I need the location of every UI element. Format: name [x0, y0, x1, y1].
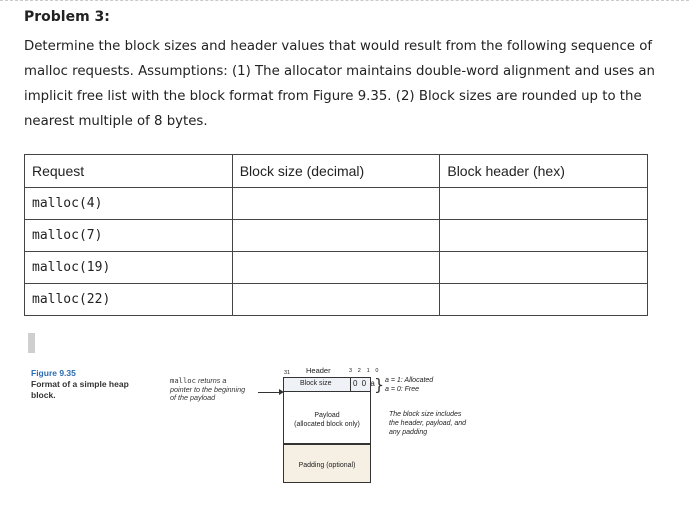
- payload-box: [283, 391, 371, 444]
- note-line1: The block size includes: [389, 411, 462, 418]
- brace-icon: }: [374, 375, 385, 394]
- header-separator: [350, 377, 351, 392]
- padding-label: Padding (optional): [298, 462, 356, 469]
- arrow-line: [258, 392, 282, 393]
- block-size-cell[interactable]: [231, 219, 441, 252]
- payload-label: Payload: [314, 412, 340, 419]
- malloc-note: malloc returns a pointer to the beginnin…: [170, 376, 246, 403]
- header-box: [283, 377, 371, 392]
- problem-title: Problem 3:: [24, 9, 110, 25]
- block-size-note: The block size includes the header, payl…: [389, 410, 466, 437]
- arrow-head-icon: [279, 389, 284, 395]
- block-size-cell[interactable]: [231, 251, 441, 284]
- malloc-note-rest: returns a: [195, 376, 227, 385]
- alloc-line2: a = 0: Free: [385, 386, 420, 393]
- request-cell: malloc(19): [24, 251, 233, 284]
- table-row: malloc(4): [24, 187, 648, 220]
- table-header-row: Request Block size (decimal) Block heade…: [24, 154, 648, 188]
- table-row: malloc(22): [24, 283, 648, 316]
- problem-text: Determine the block sizes and header val…: [24, 39, 655, 129]
- scroll-marker: [28, 333, 35, 353]
- block-size-cell[interactable]: [231, 187, 441, 220]
- note-line2: the header, payload, and: [389, 420, 467, 427]
- figure-caption: Figure 9.35 Format of a simple heap bloc…: [31, 368, 129, 401]
- padding-box: [283, 444, 371, 483]
- request-cell: malloc(4): [24, 187, 233, 220]
- col-header-block-size: Block size (decimal): [231, 154, 441, 188]
- block-header-cell[interactable]: [439, 283, 648, 316]
- block-header-cell[interactable]: [439, 251, 648, 284]
- payload-text: Payload (allocated block only): [283, 411, 371, 429]
- payload-sublabel: (allocated block only): [294, 421, 360, 428]
- low-bits: 0 0 a: [353, 379, 376, 388]
- figure-number: Figure 9.35: [31, 368, 76, 378]
- block-size-label: Block size: [300, 380, 332, 387]
- request-cell: malloc(22): [24, 283, 233, 316]
- block-size-cell[interactable]: [231, 283, 441, 316]
- table-row: malloc(7): [24, 219, 648, 252]
- header-label: Header: [306, 366, 331, 375]
- alloc-legend: a = 1: Allocated a = 0: Free: [385, 376, 433, 394]
- malloc-note-line2: pointer to the beginning: [170, 384, 246, 394]
- request-cell: malloc(7): [24, 219, 233, 252]
- block-header-cell[interactable]: [439, 219, 648, 252]
- alloc-line1: a = 1: Allocated: [385, 377, 434, 384]
- top-divider: [0, 0, 689, 1]
- malloc-code: malloc: [170, 376, 196, 385]
- figure-title-line1: Format of a simple heap: [31, 379, 129, 389]
- block-header-cell[interactable]: [439, 187, 648, 220]
- table-row: malloc(19): [24, 251, 648, 284]
- bit-numbers: 3 2 1 0: [349, 368, 381, 374]
- bit-31-label: 31: [284, 370, 291, 376]
- malloc-note-line3: of the payload: [170, 393, 216, 402]
- note-line3: any padding: [389, 429, 428, 436]
- figure-title-line2: block.: [31, 390, 56, 400]
- col-header-block-header: Block header (hex): [439, 154, 648, 188]
- answer-table: Request Block size (decimal) Block heade…: [24, 154, 648, 316]
- col-header-request: Request: [24, 154, 233, 188]
